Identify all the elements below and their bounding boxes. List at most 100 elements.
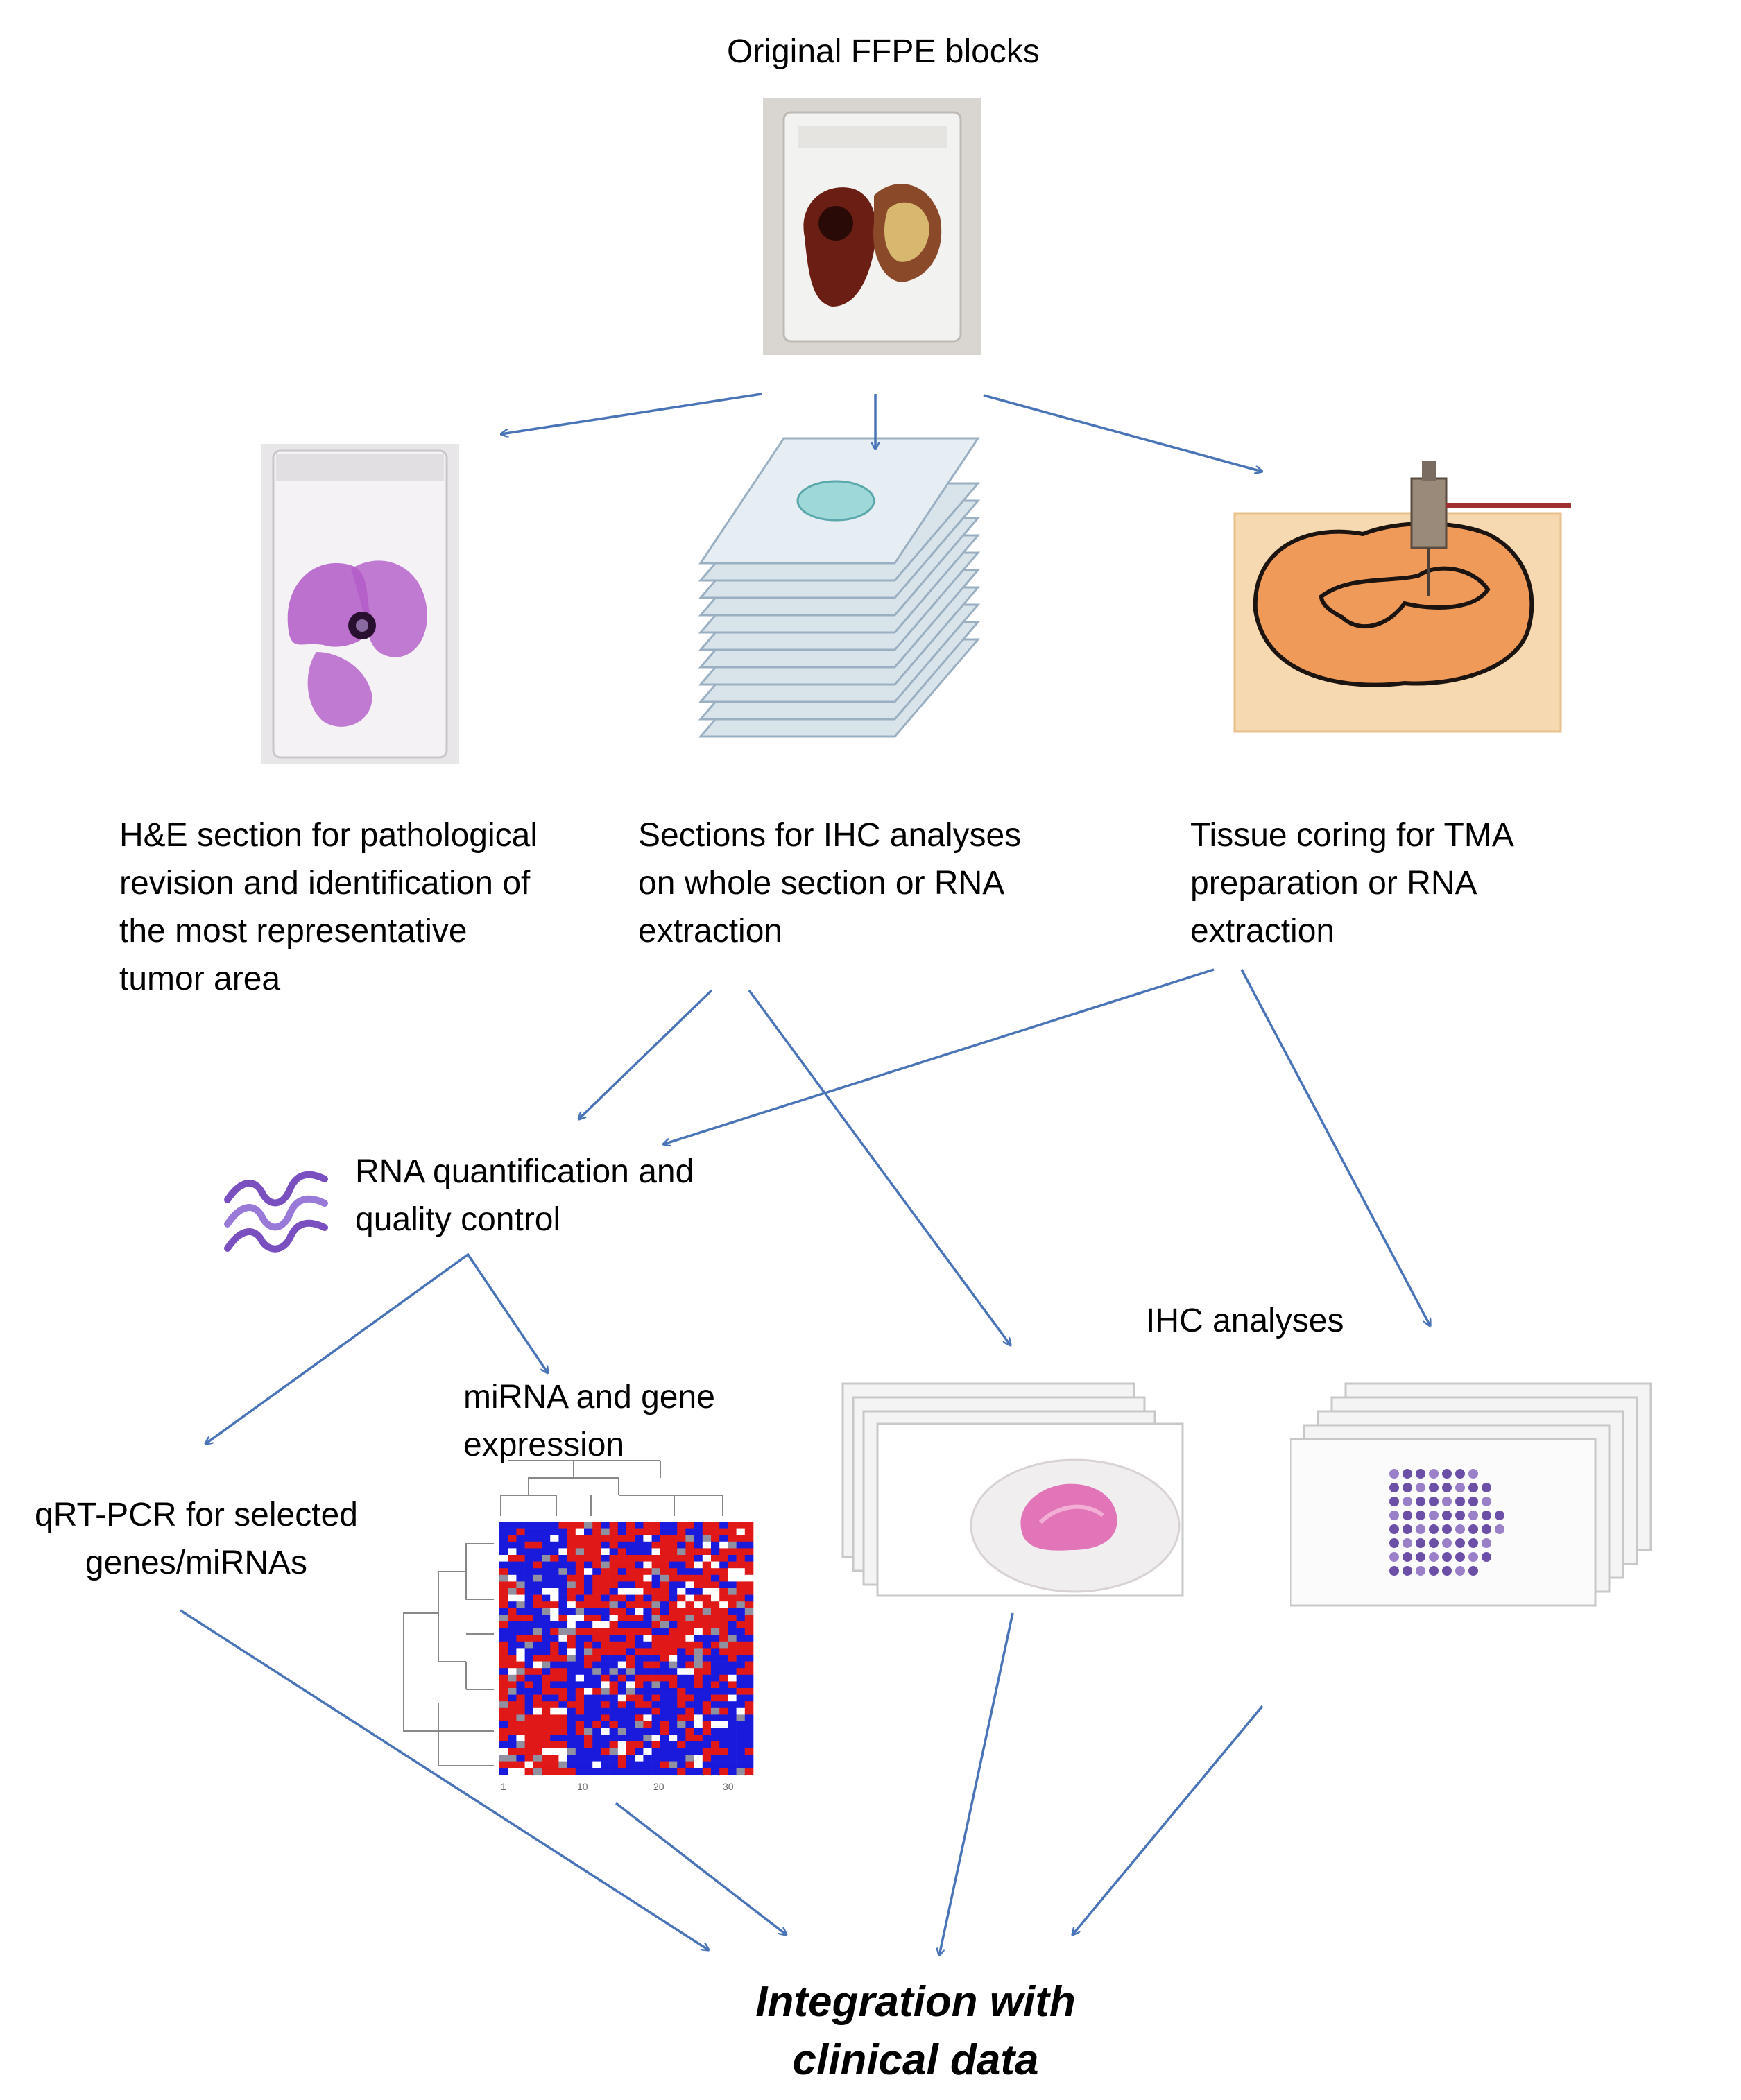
heatmap-cell bbox=[584, 1714, 593, 1722]
heatmap-cell bbox=[592, 1648, 601, 1655]
heatmap-cell bbox=[575, 1707, 585, 1715]
heatmap-cell bbox=[592, 1615, 601, 1622]
heatmap-cell bbox=[711, 1688, 720, 1695]
heatmap-cell bbox=[677, 1701, 686, 1709]
heatmap-cell bbox=[575, 1608, 585, 1615]
heatmap-cell bbox=[728, 1668, 737, 1676]
heatmap-cell bbox=[669, 1621, 678, 1628]
heatmap-cell bbox=[575, 1768, 585, 1775]
heatmap-cell bbox=[626, 1608, 635, 1615]
heatmap-cell bbox=[542, 1628, 551, 1635]
heatmap-cell bbox=[669, 1594, 678, 1602]
heatmap-cell bbox=[542, 1541, 551, 1549]
heatmap-cell bbox=[508, 1635, 517, 1642]
heatmap-cell bbox=[685, 1594, 694, 1602]
tma-core bbox=[1455, 1483, 1465, 1492]
heatmap-cell bbox=[702, 1728, 712, 1735]
heatmap-cell bbox=[592, 1735, 601, 1742]
heatmap-cell bbox=[702, 1608, 712, 1615]
heatmap-cell bbox=[643, 1548, 652, 1556]
heatmap-cell bbox=[736, 1528, 746, 1535]
heatmap-cell bbox=[524, 1641, 534, 1649]
heatmap-cell bbox=[617, 1641, 627, 1649]
heatmap-cell bbox=[685, 1661, 694, 1669]
heatmap-cell bbox=[643, 1574, 652, 1582]
heatmap-cell bbox=[626, 1528, 635, 1535]
heatmap-cell bbox=[601, 1721, 610, 1728]
heatmap-cell bbox=[516, 1594, 525, 1602]
heatmap-cell bbox=[635, 1594, 644, 1602]
heatmap-cell bbox=[736, 1621, 746, 1628]
heatmap-cell bbox=[728, 1615, 737, 1622]
heatmap-cell bbox=[617, 1755, 627, 1762]
heatmap-cell bbox=[711, 1668, 720, 1676]
heatmap-cell bbox=[744, 1535, 754, 1542]
heatmap-cell bbox=[550, 1608, 559, 1615]
heatmap-cell bbox=[651, 1555, 661, 1562]
heatmap-cell bbox=[508, 1707, 517, 1715]
heatmap-cell bbox=[702, 1755, 712, 1762]
heatmap-cell bbox=[542, 1661, 551, 1669]
heatmap-cell bbox=[744, 1655, 754, 1662]
heatmap-cell bbox=[558, 1621, 567, 1628]
heatmap-cell bbox=[617, 1761, 627, 1768]
heatmap-cell bbox=[533, 1688, 542, 1695]
heatmap-cell bbox=[635, 1522, 644, 1529]
heatmap-cell bbox=[643, 1655, 652, 1662]
heatmap-cell bbox=[609, 1581, 619, 1589]
heatmap-cell bbox=[499, 1641, 508, 1649]
heatmap-cell bbox=[685, 1548, 694, 1556]
heatmap-cell bbox=[660, 1681, 669, 1689]
heatmap-cell bbox=[592, 1714, 601, 1722]
heatmap-cell bbox=[499, 1721, 508, 1728]
heatmap-cell bbox=[660, 1641, 669, 1649]
heatmap-cell bbox=[524, 1608, 534, 1615]
heatmap-cell bbox=[499, 1608, 508, 1615]
heatmap-cell bbox=[728, 1728, 737, 1735]
heatmap-cell bbox=[635, 1661, 644, 1669]
heatmap-cell bbox=[651, 1728, 661, 1735]
heatmap-cell bbox=[508, 1535, 517, 1542]
heatmap-cell bbox=[508, 1648, 517, 1655]
he-slide-image bbox=[261, 444, 459, 764]
heatmap-cell bbox=[575, 1615, 585, 1622]
heatmap-cell bbox=[542, 1707, 551, 1715]
heatmap-cell bbox=[651, 1548, 661, 1556]
heatmap-cell bbox=[685, 1681, 694, 1689]
tma-core bbox=[1429, 1552, 1439, 1562]
heatmap-cell bbox=[499, 1688, 508, 1695]
tma-core bbox=[1482, 1483, 1491, 1492]
heatmap-cell bbox=[609, 1721, 619, 1728]
heatmap-cell bbox=[677, 1755, 686, 1762]
heatmap-cell bbox=[669, 1608, 678, 1615]
heatmap-cell bbox=[617, 1661, 627, 1669]
heatmap-cell bbox=[694, 1668, 703, 1676]
heatmap-cell bbox=[592, 1707, 601, 1715]
heatmap-cell bbox=[542, 1528, 551, 1535]
heatmap-cell bbox=[508, 1541, 517, 1549]
heatmap-cell bbox=[744, 1522, 754, 1529]
heatmap-cell bbox=[643, 1561, 652, 1569]
heatmap-cell bbox=[660, 1574, 669, 1582]
heatmap-cell bbox=[617, 1535, 627, 1542]
heatmap-cell bbox=[626, 1681, 635, 1689]
heatmap-cell bbox=[609, 1748, 619, 1755]
heatmap-cell bbox=[660, 1768, 669, 1775]
heatmap-cell bbox=[499, 1701, 508, 1709]
heatmap-cell bbox=[601, 1735, 610, 1742]
heatmap-cell bbox=[719, 1574, 728, 1582]
heatmap-cell bbox=[516, 1601, 525, 1609]
heatmap-cell bbox=[516, 1735, 525, 1742]
heatmap-cell bbox=[660, 1728, 669, 1735]
heatmap-cell bbox=[524, 1621, 534, 1628]
heatmap-cell bbox=[651, 1768, 661, 1775]
heatmap-cell bbox=[719, 1548, 728, 1556]
heatmap-cell bbox=[669, 1528, 678, 1535]
heatmap-cell bbox=[651, 1694, 661, 1702]
heatmap-cell bbox=[694, 1721, 703, 1728]
heatmap-cell bbox=[558, 1741, 567, 1748]
heatmap-cell bbox=[558, 1615, 567, 1622]
heatmap-cell bbox=[609, 1608, 619, 1615]
heatmap-cell bbox=[601, 1707, 610, 1715]
heatmap-cell bbox=[660, 1608, 669, 1615]
